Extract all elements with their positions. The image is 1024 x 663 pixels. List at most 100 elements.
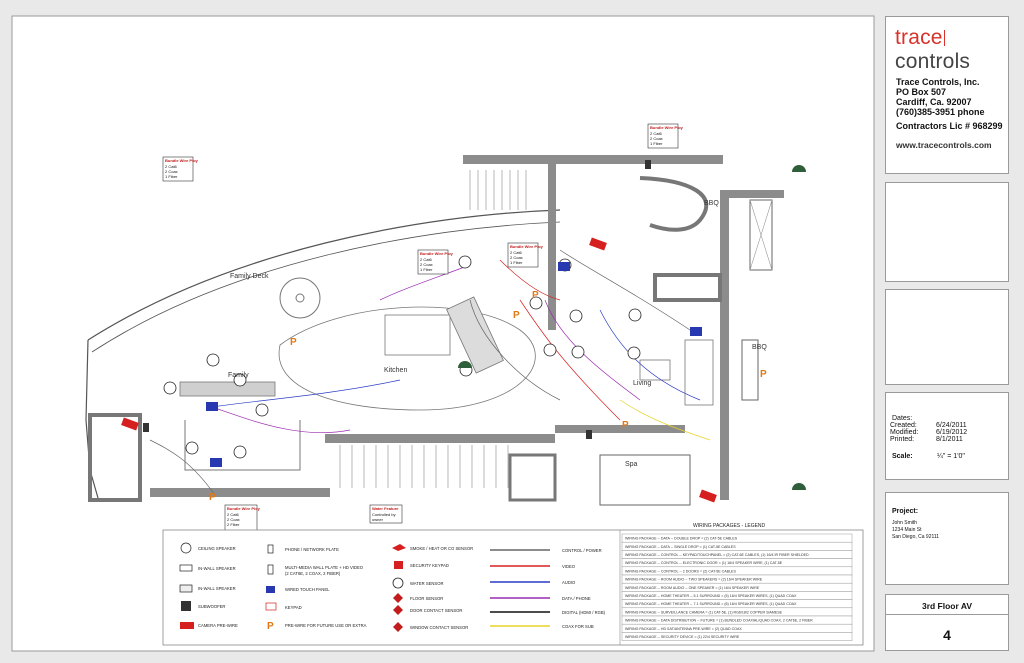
legend-label: IN-WALL SPEAKER bbox=[198, 586, 236, 591]
spiral-stair bbox=[279, 277, 321, 319]
closet-box bbox=[508, 453, 557, 502]
deck-curve-inner bbox=[91, 221, 561, 353]
multimedia-plate-icon bbox=[267, 564, 274, 575]
legend-label: IN-WALL SPEAKER bbox=[198, 566, 236, 571]
callout-title: Bundle Wire Ploy bbox=[420, 251, 454, 256]
pre-wire-icon: P bbox=[532, 290, 539, 301]
keypad-icon bbox=[265, 602, 277, 611]
ceiling-speakers bbox=[163, 255, 642, 459]
keypad-icon bbox=[143, 423, 149, 432]
date-label: Created: bbox=[890, 422, 917, 429]
west-wall-box bbox=[88, 413, 142, 502]
dates-table: Created:6/24/2011 Modified:6/19/2012 Pri… bbox=[890, 422, 971, 443]
kitchen-ellipse bbox=[278, 306, 536, 411]
callout-title: Bundle Wire Ploy bbox=[165, 158, 199, 163]
ceiling-speaker-icon bbox=[543, 343, 557, 357]
legend-label: SMOKE / HEAT OR CO SENSOR bbox=[410, 546, 473, 551]
touch-panel-icon bbox=[206, 402, 218, 411]
wiring-package-text: WIRING PACKAGE -- SECURITY DEVICE = (1) … bbox=[625, 635, 740, 639]
callout-bundle-4: Bundle Wire Ploy 2 Cat6 2 Coax 1 Fiber bbox=[162, 156, 199, 182]
room-label-living: Living bbox=[633, 380, 651, 387]
callout-title: Bundle Wire Ploy bbox=[650, 125, 684, 130]
wiring-package-text: WIRING PACKAGE -- SURVEILLANCE CAMERA = … bbox=[625, 610, 783, 614]
wiring-package-text: WIRING PACKAGE -- HOME THEATER -- 5.1 SU… bbox=[625, 594, 797, 598]
project-client: John Smith bbox=[892, 520, 918, 526]
legend-label: AUDIO bbox=[562, 580, 576, 585]
cameras bbox=[121, 237, 717, 503]
callout-line: 2 Coax bbox=[510, 255, 523, 260]
wiring-packages-table: WIRING PACKAGE -- DATA -- DOUBLE DROP = … bbox=[621, 533, 853, 641]
callout-line: 2 Coax bbox=[165, 169, 178, 174]
legend-label: PHONE / NETWORK PLATE bbox=[285, 547, 339, 552]
company-phone: (760)385-3951 phone bbox=[896, 107, 985, 117]
ceiling-speaker-icon bbox=[185, 441, 199, 455]
subwoofer-icon bbox=[181, 601, 191, 611]
callout-line: 1 Fiber bbox=[510, 260, 523, 265]
wiring-package-text: WIRING PACKAGE -- HOME THEATER -- 7.1 SU… bbox=[625, 602, 797, 606]
door-contact-icon bbox=[393, 605, 403, 615]
symbol-legend-col3: SMOKE / HEAT OR CO SENSOR SECURITY KEYPA… bbox=[392, 544, 473, 632]
title-block-blank-2 bbox=[885, 289, 1009, 385]
wiring-package-text: WIRING PACKAGE -- DATA -- SINGLE DROP = … bbox=[625, 545, 736, 549]
phone-plate-icon bbox=[267, 544, 274, 554]
company-po-box: PO Box 507 bbox=[896, 87, 947, 97]
wiring-package-text: WIRING PACKAGE -- DATA -- DOUBLE DROP = … bbox=[625, 537, 738, 541]
date-value: 6/24/2011 bbox=[936, 422, 967, 429]
camera-icon bbox=[589, 237, 607, 251]
camera-icon bbox=[699, 489, 717, 503]
legend-label: DATA / PHONE bbox=[562, 596, 591, 601]
south-wall-3 bbox=[150, 488, 330, 497]
legend-label: WIRED TOUCH PANEL bbox=[285, 587, 330, 592]
date-value: 6/19/2012 bbox=[936, 429, 968, 436]
callout-line: 2 Cat6 bbox=[165, 164, 178, 169]
legend-label: COAX FOR SUB bbox=[562, 624, 594, 629]
wiring-package-text: WIRING PACKAGE -- DATA DISTRIBUTION -- F… bbox=[625, 619, 813, 623]
scale-value: ¼" = 1'0" bbox=[937, 453, 965, 460]
ceiling-speaker-icon bbox=[569, 309, 583, 323]
touch-panel-icon bbox=[210, 458, 222, 467]
room-label-kitchen: Kitchen bbox=[384, 367, 407, 374]
legend-label: DOOR CONTACT SENSOR bbox=[410, 608, 462, 613]
stairs-south bbox=[339, 445, 509, 488]
company-name: Trace Controls, Inc. bbox=[896, 77, 980, 87]
ceiling-speaker-icon bbox=[233, 373, 247, 387]
legend-label: CAMERA PRE-WIRE bbox=[198, 623, 238, 628]
elevator-core bbox=[653, 273, 722, 302]
callout-line: 2 Coax bbox=[227, 517, 240, 522]
callout-line: 1 Fiber bbox=[650, 141, 663, 146]
room-label-bbq-top: BBQ bbox=[704, 200, 719, 207]
legend-label: MULTI-MEDIA WALL PLATE + HD VIDEO bbox=[285, 565, 364, 570]
wiring-package-text: WIRING PACKAGE -- ROOM AUDIO -- TWO SPEA… bbox=[625, 578, 763, 582]
south-wall bbox=[325, 434, 555, 443]
pre-wire-icon: P bbox=[513, 310, 520, 321]
logo-part-1: trace bbox=[895, 26, 943, 49]
ceiling-speaker-icon bbox=[627, 346, 641, 360]
pre-wire-icon: P bbox=[290, 337, 297, 348]
legend-label: DIGITAL (HDMI / RGB) bbox=[562, 610, 606, 615]
bbq-counter-x2 bbox=[749, 199, 773, 271]
legend-label: FLOOR SENSOR bbox=[410, 596, 443, 601]
keypad-icon bbox=[586, 430, 592, 439]
ceiling-speaker-icon bbox=[163, 381, 177, 395]
room-label-bbq-side: BBQ bbox=[752, 344, 767, 351]
spiral-stair-core bbox=[295, 293, 305, 303]
date-label: Modified: bbox=[890, 429, 919, 436]
east-wall bbox=[720, 190, 729, 500]
in-wall-speaker-icon bbox=[179, 564, 193, 572]
pre-wire-icon: P bbox=[760, 369, 767, 380]
ceiling-speaker-icon bbox=[255, 403, 269, 417]
logo-separator bbox=[943, 30, 945, 46]
legend-label: CEILING SPEAKER bbox=[198, 546, 236, 551]
callout-line: 2 Cat6 bbox=[510, 250, 523, 255]
project-heading: Project: bbox=[892, 508, 919, 515]
in-wall-speaker-2-icon bbox=[179, 584, 193, 593]
symbol-legend-col2: PHONE / NETWORK PLATE MULTI-MEDIA WALL P… bbox=[265, 544, 367, 632]
callout-bundle-1: Bundle Wire Ploy 2 Cat6 2 Coax 1 Fiber bbox=[417, 249, 454, 275]
keypads bbox=[143, 160, 651, 439]
water-sensor-icon bbox=[392, 577, 404, 589]
touch-panel-icon bbox=[266, 586, 275, 593]
deck-curve-outer bbox=[87, 209, 561, 341]
keypad-icon bbox=[645, 160, 651, 169]
callout-title: Bundle Wire Ploy bbox=[227, 506, 261, 511]
